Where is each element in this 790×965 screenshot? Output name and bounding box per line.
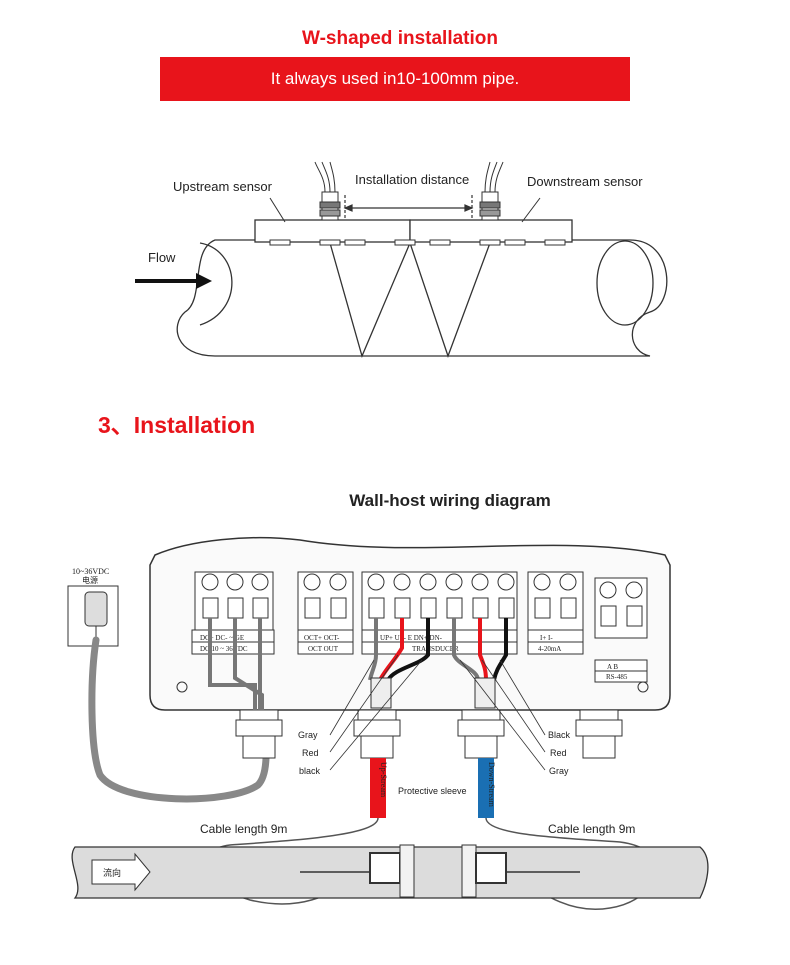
w-shaped-installation-diagram: Upstream sensor Installation distance Do…	[135, 161, 668, 358]
pipe-end-ellipse	[596, 240, 654, 326]
downstream-transducer-icon	[479, 161, 504, 221]
upstream-sensor-label: Upstream sensor	[173, 179, 273, 194]
upstream-protective-sleeve	[370, 758, 386, 818]
power-cable	[88, 636, 270, 803]
pipe-sensor-upstream-icon	[300, 844, 415, 898]
ma-range-label: 4-20mA	[538, 645, 561, 653]
downstream-protective-sleeve	[478, 758, 494, 818]
cable-length-left-label: Cable length 9m	[200, 822, 287, 836]
transducer-terminal-label: E UP+ UP- E DN+ DN-	[374, 634, 443, 642]
power-label: 电源	[82, 575, 98, 585]
flow-direction-arrow-icon	[91, 852, 151, 892]
dc-range-label: DC 10 ~ 36VDC	[200, 645, 248, 653]
rs485-terminal-label: A B	[607, 663, 618, 671]
section-title-w-shaped: W-shaped installation	[302, 28, 498, 49]
pipe-sensor-downstream-icon	[461, 844, 580, 898]
wire-label-black-left: black	[299, 766, 321, 776]
power-voltage-label: 10~36VDC	[72, 567, 109, 576]
terminal-block-transducer	[361, 571, 518, 631]
oct-out-label: OCT OUT	[308, 645, 339, 653]
wire-label-red-right: Red	[550, 748, 567, 758]
dc-terminal-label: DC+ DC- ~ GE	[200, 634, 244, 642]
cable-length-right-label: Cable length 9m	[548, 822, 635, 836]
up-stream-cable-label: Up-Stream	[379, 762, 388, 798]
ma-terminal-label: I+ I-	[540, 634, 553, 642]
transducer-label: TRANSDUCER	[412, 645, 459, 653]
flow-arrow-icon	[135, 273, 212, 289]
flow-label: Flow	[148, 250, 176, 265]
downstream-sensor-label: Downstream sensor	[527, 174, 643, 189]
wire-label-gray-right: Gray	[549, 766, 569, 776]
wall-host-wiring-diagram: 10~36VDC 电源 DC+ DC	[67, 536, 709, 910]
oct-terminal-label: OCT+ OCT-	[304, 634, 340, 642]
rs485-label: RS-485	[606, 673, 628, 681]
downstream-clamp	[409, 219, 573, 243]
wire-label-gray-left: Gray	[298, 730, 318, 740]
pipe-range-banner: It always used in10-100mm pipe.	[160, 57, 630, 101]
upstream-clamp	[254, 219, 411, 243]
down-stream-cable-label: Down-Stream	[487, 762, 496, 808]
section-title-installation: 3、Installation	[98, 412, 256, 438]
pipe-outline	[176, 239, 668, 357]
upstream-transducer-icon	[314, 161, 341, 221]
power-adapter-icon	[67, 585, 119, 647]
wire-label-black-right: Black	[548, 730, 571, 740]
wiring-diagram-title: Wall-host wiring diagram	[349, 491, 551, 510]
installation-distance-label: Installation distance	[355, 172, 469, 187]
wire-label-red-left: Red	[302, 748, 319, 758]
flow-direction-label: 流向	[103, 867, 121, 878]
protective-sleeve-label: Protective sleeve	[398, 786, 467, 796]
w-acoustic-path	[329, 241, 491, 358]
cable-glands	[235, 709, 623, 759]
